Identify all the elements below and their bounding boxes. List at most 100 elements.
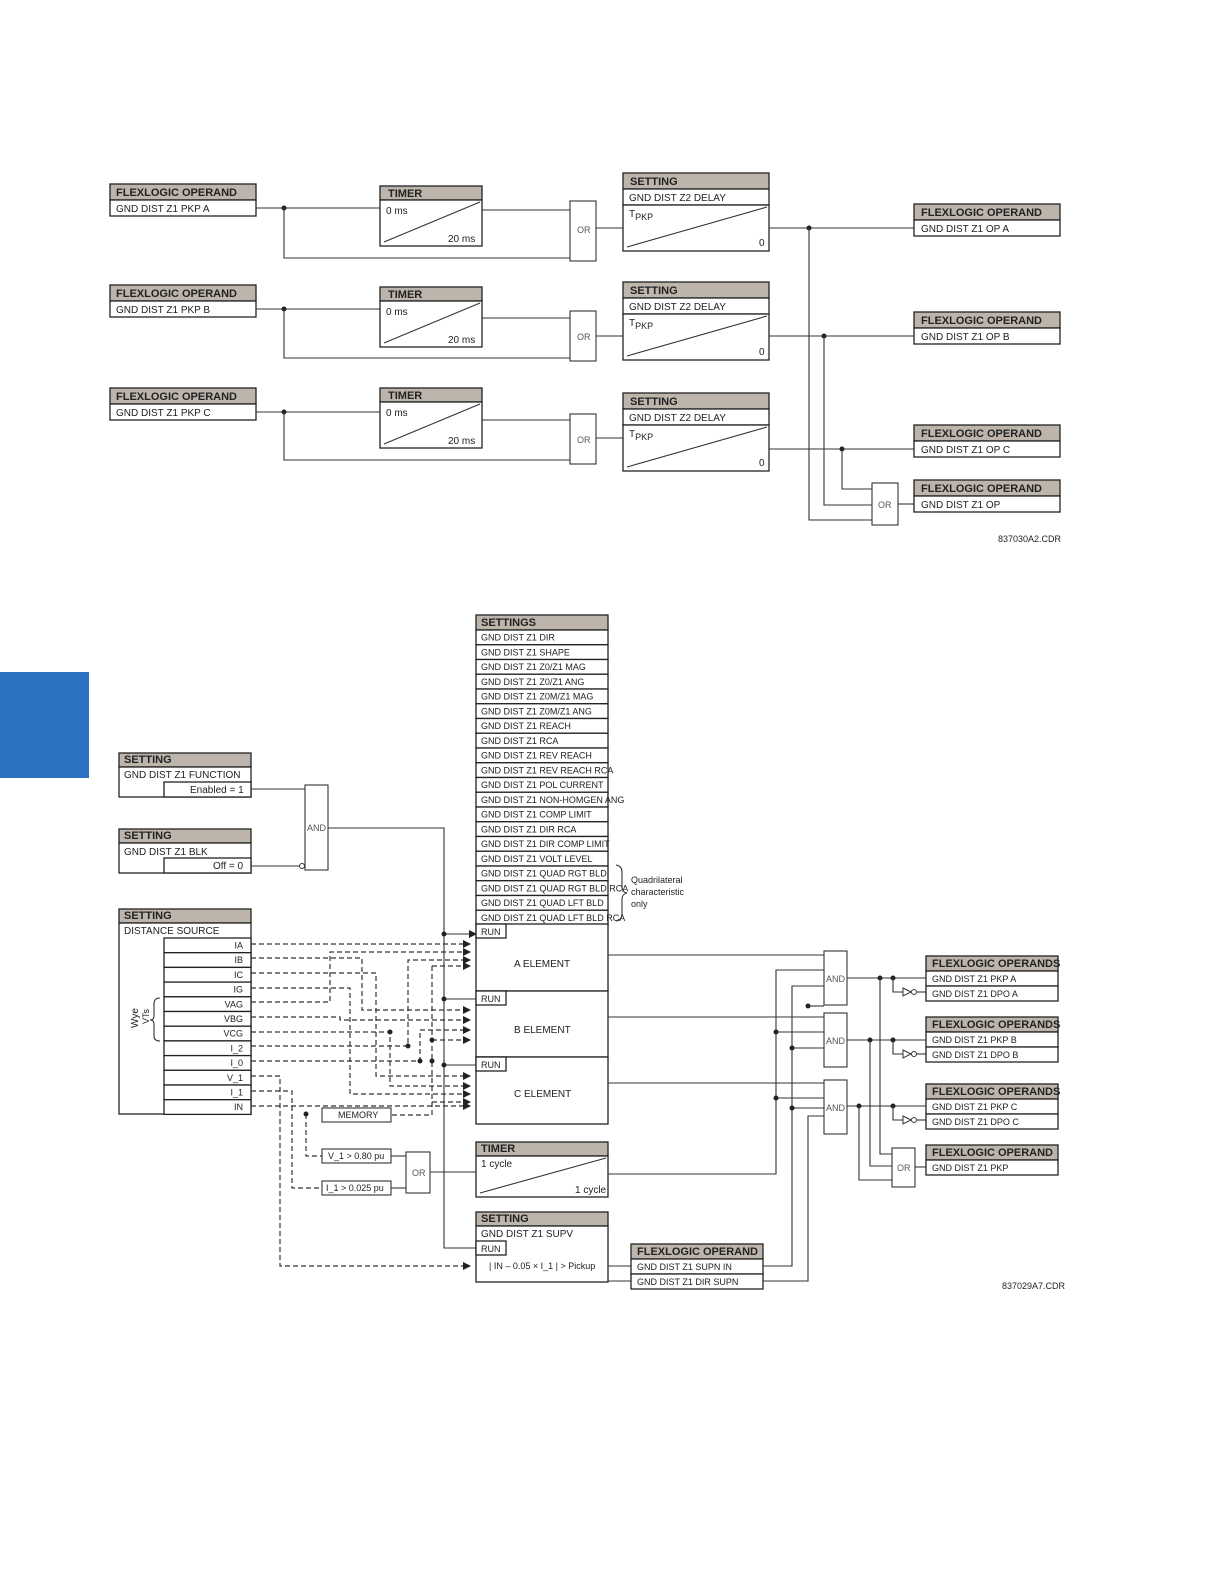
timer-dropout: 20 ms (448, 335, 475, 346)
element-blocks: RUN A ELEMENT RUN B ELEMENT RUN C ELEMEN… (475, 923, 609, 1125)
settings-item: GND DIST Z1 NON-HOMGEN ANG (481, 795, 624, 805)
and-gate-label: AND (307, 823, 327, 833)
settings-item: GND DIST Z1 DIR (481, 633, 555, 643)
setting-header: SETTING (124, 910, 172, 922)
settings-item: GND DIST Z1 VOLT LEVEL (481, 854, 593, 864)
settings-item: GND DIST Z1 POL CURRENT (481, 780, 604, 790)
output-dpo-a: GND DIST Z1 DPO A (932, 989, 1018, 999)
source-signal: IC (234, 970, 244, 980)
output-dpo-b: GND DIST Z1 DPO B (932, 1050, 1018, 1060)
blk-label: GND DIST Z1 BLK (124, 847, 208, 858)
operands-header: FLEXLOGIC OPERANDS (932, 1086, 1060, 1098)
output-pkp-a: GND DIST Z1 PKP A (932, 974, 1016, 984)
drawing-code: 837030A2.CDR (998, 534, 1062, 544)
row-a: FLEXLOGIC OPERAND GND DIST Z1 PKP A TIME… (109, 172, 1061, 262)
settings-item: GND DIST Z1 DIR COMP LIMIT (481, 839, 610, 849)
source-signal: VBG (224, 1014, 243, 1024)
source-signal: IG (233, 985, 243, 995)
timer-header: TIMER (388, 390, 422, 402)
timer-header: TIMER (388, 289, 422, 301)
source-signal: VCG (223, 1029, 243, 1039)
timer-pickup: 0 ms (386, 408, 408, 419)
operand-header: FLEXLOGIC OPERAND (116, 288, 237, 300)
source-signal: IA (234, 941, 243, 951)
quad-note-2: characteristic (631, 887, 685, 897)
settings-item: GND DIST Z1 Z0/Z1 ANG (481, 677, 584, 687)
operand-header: FLEXLOGIC OPERAND (921, 207, 1042, 219)
drawing-code: 837029A7.CDR (1002, 1281, 1066, 1291)
output-dpo-c: GND DIST Z1 DPO C (932, 1117, 1019, 1127)
setting-header: SETTING (630, 396, 678, 408)
settings-item: GND DIST Z1 Z0/Z1 MAG (481, 662, 586, 672)
and-gate-label: AND (826, 1103, 846, 1113)
dropout-zero: 0 (759, 238, 765, 249)
output-operand-a: GND DIST Z1 OP A (921, 224, 1009, 235)
dropout-zero: 0 (759, 347, 765, 358)
run-label: RUN (481, 927, 501, 937)
source-row (163, 1099, 252, 1116)
output-pkp-c: GND DIST Z1 PKP C (932, 1102, 1018, 1112)
v1-condition: V_1 > 0.80 pu (328, 1151, 384, 1161)
or-gate-label: OR (577, 435, 591, 445)
settings-item: GND DIST Z1 REV REACH RCA (481, 765, 613, 775)
function-label: GND DIST Z1 FUNCTION (124, 770, 240, 781)
input-operand-b: GND DIST Z1 PKP B (116, 305, 210, 316)
settings-item: GND DIST Z1 REACH (481, 721, 571, 731)
tpkp-label: TPKP (629, 209, 653, 222)
supv-formula: | IN – 0.05 × I_1 | > Pickup (489, 1261, 595, 1271)
source-label: DISTANCE SOURCE (124, 926, 220, 937)
run-label: RUN (481, 994, 501, 1004)
setting-header: SETTING (481, 1213, 529, 1225)
input-operand-c: GND DIST Z1 PKP C (116, 408, 211, 419)
timer-dropout: 20 ms (448, 436, 475, 447)
settings-item: GND DIST Z1 SHAPE (481, 647, 570, 657)
output-operand-b: GND DIST Z1 OP B (921, 332, 1010, 343)
source-signal: I_0 (230, 1058, 243, 1068)
b-element: B ELEMENT (514, 1025, 571, 1036)
output-operand-c: GND DIST Z1 OP C (921, 445, 1010, 456)
supn-in: GND DIST Z1 SUPN IN (637, 1262, 732, 1272)
operand-header: FLEXLOGIC OPERAND (932, 1147, 1053, 1159)
wye-label: Wye (130, 1008, 141, 1028)
source-signal: V_1 (227, 1073, 243, 1083)
source-signal: VAG (225, 999, 243, 1009)
memory-label: MEMORY (338, 1110, 378, 1120)
timer-pickup: 0 ms (386, 206, 408, 217)
delay-label: GND DIST Z2 DELAY (629, 413, 726, 424)
vts-label: VTs (141, 1008, 151, 1024)
or-gate-label: OR (897, 1163, 911, 1173)
input-operand-a: GND DIST Z1 PKP A (116, 204, 210, 215)
and-gate-label: AND (826, 974, 846, 984)
timer-pickup: 0 ms (386, 307, 408, 318)
output-pkp-b: GND DIST Z1 PKP B (932, 1035, 1017, 1045)
top-diagram: FLEXLOGIC OPERAND GND DIST Z1 PKP A TIME… (109, 172, 1062, 544)
delay-label: GND DIST Z2 DELAY (629, 193, 726, 204)
setting-header: SETTING (124, 830, 172, 842)
and-gate-label: AND (826, 1036, 846, 1046)
setting-header: SETTING (124, 754, 172, 766)
settings-item: GND DIST Z1 QUAD LFT BLD RCA (481, 913, 625, 923)
operand-header: FLEXLOGIC OPERAND (921, 428, 1042, 440)
timer-header: TIMER (481, 1143, 515, 1155)
settings-list: SETTINGS GND DIST Z1 DIR GND DIST Z1 SHAP… (475, 614, 628, 926)
settings-item: GND DIST Z1 Z0M/Z1 MAG (481, 692, 593, 702)
supv-label: GND DIST Z1 SUPV (481, 1229, 573, 1240)
operand-header: FLEXLOGIC OPERAND (921, 483, 1042, 495)
function-value: Enabled = 1 (190, 785, 244, 796)
settings-item: GND DIST Z1 DIR RCA (481, 824, 576, 834)
operand-header: FLEXLOGIC OPERAND (921, 315, 1042, 327)
timer-pickup: 1 cycle (481, 1159, 513, 1170)
source-signal: I_2 (230, 1043, 243, 1053)
settings-header: SETTINGS (481, 617, 536, 629)
distance-source: SETTING DISTANCE SOURCE IAIBICIGVAGVBGVC… (118, 908, 252, 1116)
operands-header: FLEXLOGIC OPERANDS (932, 958, 1060, 970)
row-b: FLEXLOGIC OPERAND GND DIST Z1 PKP B TIME… (109, 281, 1061, 362)
dir-supn: GND DIST Z1 DIR SUPN (637, 1277, 738, 1287)
or-gate-label: OR (577, 332, 591, 342)
a-element: A ELEMENT (514, 959, 570, 970)
tpkp-label: TPKP (629, 429, 653, 442)
bottom-diagram: SETTINGS GND DIST Z1 DIR GND DIST Z1 SHAP… (118, 614, 1066, 1291)
dropout-zero: 0 (759, 458, 765, 469)
i1-condition: I_1 > 0.025 pu (326, 1183, 384, 1193)
